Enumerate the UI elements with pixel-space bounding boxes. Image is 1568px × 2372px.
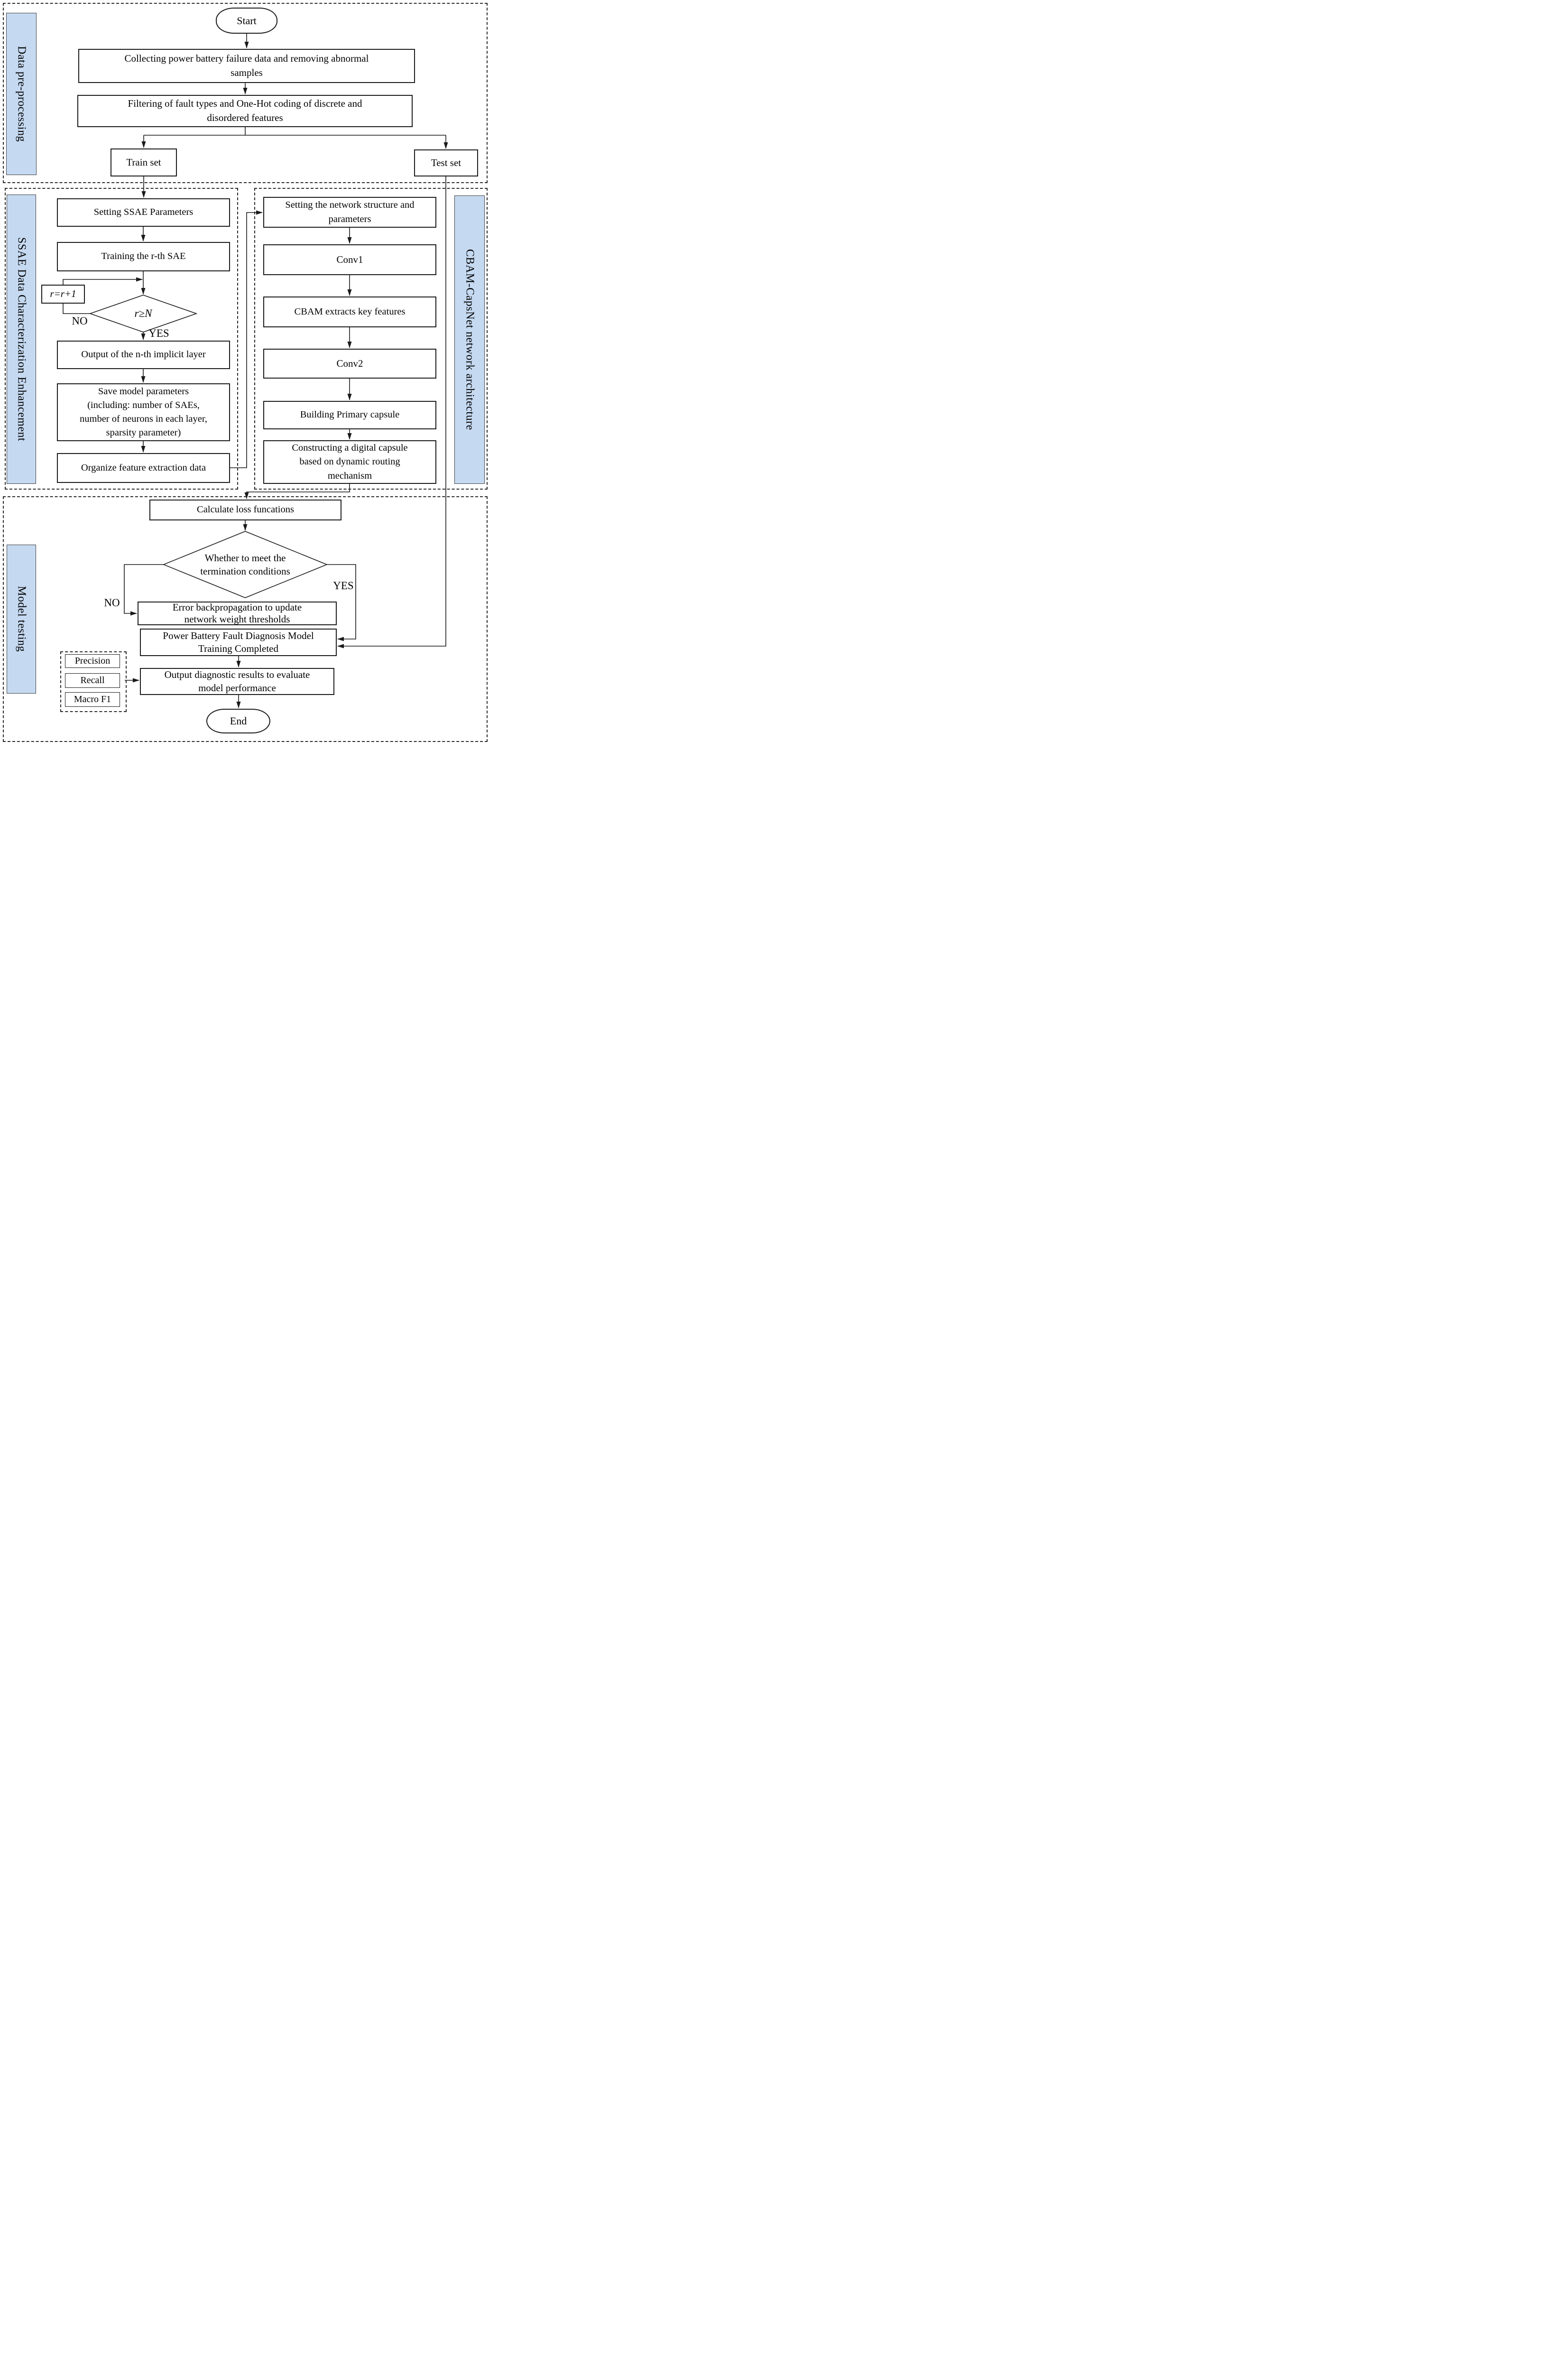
label-model-testing: Model testing — [7, 545, 36, 694]
section-ssae — [5, 188, 238, 490]
training-completed-step: Power Battery Fault Diagnosis Model Trai… — [140, 629, 337, 656]
filter-onehot-step: Filtering of fault types and One-Hot cod… — [77, 95, 413, 127]
cbam-extract-step: CBAM extracts key features — [263, 296, 436, 327]
sae-no-label: NO — [72, 315, 88, 327]
error-backprop-step: Error backpropagation to update network … — [138, 602, 337, 625]
label-ssae: SSAE Data Characterization Enhancement — [7, 195, 36, 484]
start-terminator: Start — [216, 8, 277, 34]
sae-condition-diamond: r≥N — [134, 307, 152, 320]
termination-no-label: NO — [104, 597, 120, 609]
implicit-layer-output-step: Output of the n-th implicit layer — [57, 341, 230, 369]
save-model-parameters-step: Save model parameters (including: number… — [57, 383, 230, 441]
flowchart-canvas: Data pre-processing SSAE Data Characteri… — [0, 0, 490, 744]
primary-capsule-step: Building Primary capsule — [263, 401, 436, 429]
increment-r-box: r=r+1 — [41, 285, 85, 304]
end-terminator: End — [206, 709, 270, 733]
collect-data-step: Collecting power battery failure data an… — [78, 49, 415, 83]
setting-ssae-parameters-step: Setting SSAE Parameters — [57, 198, 230, 227]
precision-metric-box: Precision — [65, 654, 120, 668]
section-cbam-capsnet — [254, 188, 488, 490]
metrics-group — [60, 651, 127, 712]
section-data-preprocessing — [3, 3, 488, 183]
train-set-box: Train set — [111, 148, 177, 176]
termination-condition-diamond: Whether to meet the termination conditio… — [200, 552, 290, 577]
conv2-step: Conv2 — [263, 349, 436, 379]
output-results-step: Output diagnostic results to evaluate mo… — [140, 668, 334, 695]
label-cbam-capsnet: CBAM-CapsNet network architecture — [454, 195, 485, 484]
termination-yes-label: YES — [333, 580, 354, 592]
recall-metric-box: Recall — [65, 673, 120, 688]
network-structure-step: Setting the network structure and parame… — [263, 197, 436, 228]
section-model-testing — [3, 496, 488, 742]
macro-f1-metric-box: Macro F1 — [65, 692, 120, 707]
label-data-preprocessing: Data pre-processing — [6, 13, 37, 175]
digital-capsule-step: Constructing a digital capsule based on … — [263, 440, 436, 484]
connector-lines — [63, 34, 448, 708]
training-rth-sae-step: Training the r-th SAE — [57, 242, 230, 271]
conv1-step: Conv1 — [263, 244, 436, 275]
test-set-box: Test set — [414, 149, 478, 176]
organize-feature-data-step: Organize feature extraction data — [57, 453, 230, 483]
sae-yes-label: YES — [148, 327, 169, 339]
calculate-loss-step: Calculate loss funcations — [149, 500, 341, 520]
